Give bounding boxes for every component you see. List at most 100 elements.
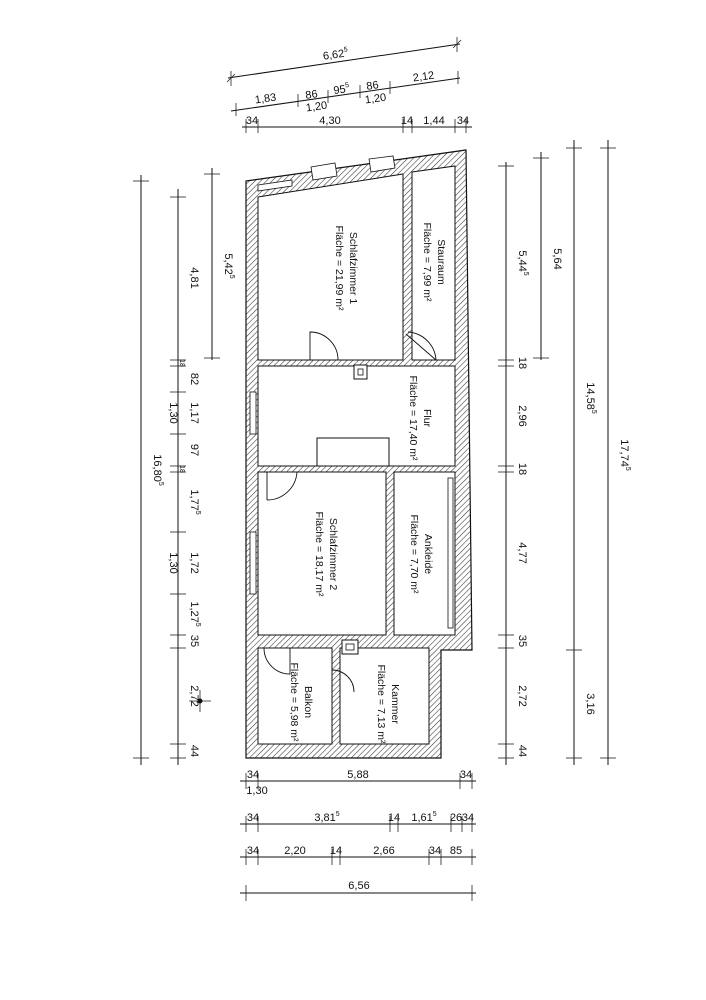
kammer-floor (339, 647, 430, 745)
dim-right-inner-6: 2,72 (516, 685, 528, 706)
room-area: Fläche = 17,40 m² (407, 376, 419, 461)
dim-bottom-r1-2: 34 (460, 769, 472, 781)
chimney-flur (353, 364, 368, 380)
dim-right-inner-1: 18 (516, 357, 528, 369)
dim-right-inner-3: 18 (516, 463, 528, 475)
dim-right-inner-0: 5,445 (516, 250, 529, 275)
dim-bottom-overall: 6,56 (348, 880, 369, 892)
room-name: Stauraum (435, 239, 447, 285)
dim-left-mid-4: 1,775 (188, 489, 201, 514)
dim-left-mid-3: 97 (188, 444, 200, 456)
room-balkon: Balkon Fläche = 5,98 m² (288, 662, 314, 742)
door-schlafzimmer-1 (309, 331, 339, 361)
room-name: Balkon (302, 686, 314, 718)
room-name: Schlafzimmer 2 (327, 518, 339, 591)
dim-left-sub-1: 1,30 (167, 552, 179, 573)
door-schlafzimmer-2 (266, 471, 298, 501)
room-stauraum: Stauraum Fläche = 7,99 m² (421, 222, 447, 302)
dim-right-1774: 17,745 (618, 439, 631, 471)
dim-left-mid-5: 1,72 (188, 552, 200, 573)
dim-bottom-r2-4: 26 (450, 812, 462, 824)
room-name: Ankleide (422, 534, 434, 574)
room-name: Flur (421, 409, 433, 428)
dim-left-mid-0: 4,81 (188, 267, 200, 288)
dim-left-mid-7: 2,72 (188, 685, 200, 706)
window-top-right (368, 155, 396, 173)
dim-top-r1-4: 2,12 (412, 70, 435, 85)
schlafzimmer-1-floor (257, 173, 404, 361)
window-top-corner (257, 179, 293, 192)
dim-left-small-1: 18 (178, 465, 185, 473)
dim-bottom-r3-1: 2,20 (284, 845, 305, 857)
dim-bottom-r3-4: 34 (429, 845, 441, 857)
dim-top-r2-1: 4,30 (319, 115, 340, 127)
room-area: Fläche = 7,70 m² (408, 514, 420, 594)
flur-stair-box (316, 437, 390, 467)
room-area: Fläche = 7,13 m² (375, 664, 387, 744)
dim-bottom-r3-3: 2,66 (373, 845, 394, 857)
dim-left-mid-6: 1,275 (188, 601, 201, 626)
dim-left-small-0: 18 (178, 359, 185, 367)
room-name: Schlafzimmer 1 (347, 232, 359, 305)
dim-left-mid-1: 82 (188, 373, 200, 385)
door-kammer (331, 669, 355, 693)
dim-left-sub-0: 1,30 (167, 402, 179, 423)
window-left-flur (249, 391, 257, 435)
dim-bottom: 34 5,88 34 1,30 34 3,815 14 1,615 26 34 … (240, 769, 476, 901)
schlafzimmer-2-floor (257, 471, 387, 636)
dim-top-r1-3: 86 (366, 79, 380, 93)
dim-bottom-r2-3: 1,615 (411, 811, 436, 824)
dim-right: 5,445 18 2,96 18 4,77 35 2,72 44 5,64 14… (498, 140, 631, 765)
dim-left: 16,805 4,81 82 1,17 97 1,775 1,72 1,275 … (133, 168, 235, 765)
dim-top-r2-2: 14 (401, 115, 413, 127)
room-schlafzimmer-1: Schlafzimmer 1 Fläche = 21,99 m² (333, 226, 359, 311)
dim-right-inner-2: 2,96 (516, 405, 528, 426)
dim-bottom-r3-2: 14 (330, 845, 342, 857)
dim-top-r1-2: 955 (333, 82, 351, 97)
room-area: Fläche = 7,99 m² (421, 222, 433, 302)
dim-bottom-r1-sub: 1,30 (246, 785, 267, 797)
dim-top-r1-sub-1: 1,20 (364, 92, 387, 107)
dim-right-inner-5: 35 (516, 635, 528, 647)
dim-left-mid-8: 44 (188, 745, 200, 757)
building-walls (245, 149, 473, 759)
chimney-kammer (341, 639, 359, 655)
dim-bottom-r3-5: 85 (450, 845, 462, 857)
dim-top-overall: 6,625 (322, 46, 349, 62)
room-area: Fläche = 21,99 m² (333, 226, 345, 311)
dim-right-1458: 14,585 (584, 382, 597, 414)
room-schlafzimmer-2: Schlafzimmer 2 Fläche = 18,17 m² (313, 512, 339, 597)
room-ankleide: Ankleide Fläche = 7,70 m² (408, 514, 434, 594)
window-top-left (310, 162, 338, 181)
dim-top-r1-0: 1,83 (254, 92, 277, 107)
room-kammer: Kammer Fläche = 7,13 m² (375, 664, 401, 744)
door-balkon (263, 647, 291, 675)
door-stauraum (405, 331, 437, 361)
room-labels: Schlafzimmer 1 Fläche = 21,99 m² Staurau… (288, 222, 447, 744)
dim-bottom-r3-0: 34 (247, 845, 259, 857)
dim-top-r2-0: 34 (246, 115, 258, 127)
room-area: Fläche = 18,17 m² (313, 512, 325, 597)
dim-bottom-r2-0: 34 (247, 812, 259, 824)
room-flur: Flur Fläche = 17,40 m² (407, 376, 433, 461)
dim-bottom-r1-0: 34 (247, 769, 259, 781)
dim-top-r1-sub-0: 1,20 (305, 100, 328, 115)
dim-top-r2-4: 34 (457, 115, 469, 127)
dim-left-small-2: 35 (188, 635, 200, 647)
dim-left-inner: 5,425 (222, 253, 235, 278)
dim-left-mid-2: 1,17 (188, 402, 200, 423)
room-area: Fläche = 5,98 m² (288, 662, 300, 742)
svg-text:6,625: 6,625 (322, 46, 349, 62)
dim-top: 6,625 1,83 86 955 86 2,12 1,20 1,20 34 4… (226, 37, 472, 133)
dim-right-inner-7: 44 (516, 745, 528, 757)
window-left-sz2 (249, 531, 257, 595)
dim-left-outer: 16,805 (151, 454, 164, 486)
dim-bottom-r2-5: 34 (462, 812, 474, 824)
dim-right-inner-4: 4,77 (516, 542, 528, 563)
stauraum-floor (411, 165, 456, 361)
balkon-floor (257, 647, 333, 745)
ankleide-floor (393, 471, 456, 636)
dim-bottom-r1-1: 5,88 (347, 769, 368, 781)
dim-top-r2-3: 1,44 (423, 115, 444, 127)
